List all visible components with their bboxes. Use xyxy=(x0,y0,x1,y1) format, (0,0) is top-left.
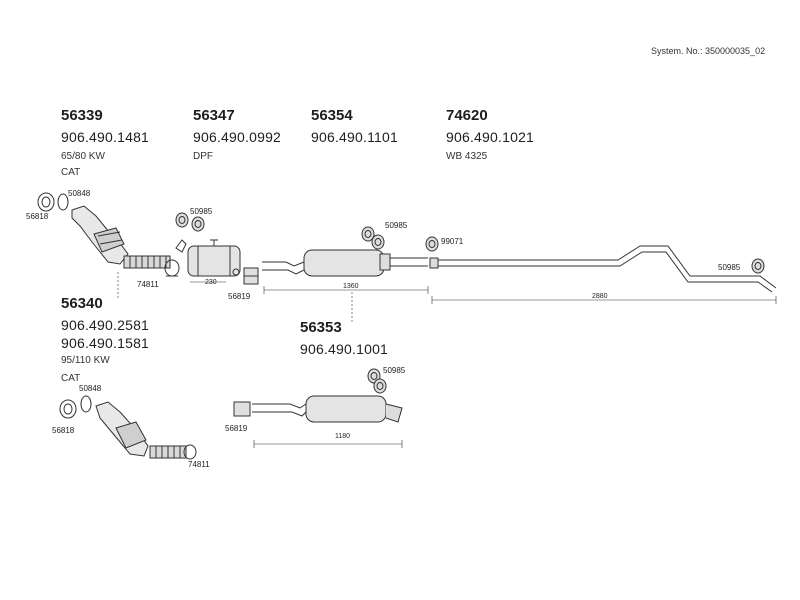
particulate-filter-icon xyxy=(175,239,241,277)
part-label: 50985 xyxy=(190,207,213,216)
gasket-ring-icon xyxy=(751,258,765,274)
group-code: 906.490.1001 xyxy=(300,341,389,357)
gasket-icon xyxy=(57,193,69,211)
group-note: WB 4325 xyxy=(446,151,488,162)
group-code: 906.490.2581 xyxy=(61,317,150,333)
gasket-ring-icon xyxy=(175,212,205,232)
group-note: 65/80 KW xyxy=(61,151,105,162)
flex-pipe-icon xyxy=(123,255,171,269)
rear-silencer-icon xyxy=(252,395,403,423)
part-label: 50848 xyxy=(79,384,102,393)
group-id: 56354 xyxy=(311,107,353,124)
band-clamp-icon xyxy=(425,236,439,252)
part-label: 74811 xyxy=(137,280,159,289)
dimension-label: 1360 xyxy=(343,283,359,290)
dimension-label: 2880 xyxy=(592,293,608,300)
flex-pipe-icon xyxy=(149,445,187,459)
clamp-icon xyxy=(164,259,180,277)
group-id: 56347 xyxy=(193,107,235,124)
part-label: 56818 xyxy=(52,426,75,435)
catalytic-converter-icon xyxy=(71,205,129,265)
system-number: System. No.: 350000035_02 xyxy=(651,46,766,56)
part-label: 56819 xyxy=(225,424,248,433)
dimension-label: 1180 xyxy=(335,433,351,440)
tail-pipe-icon xyxy=(429,245,777,293)
part-label: 56818 xyxy=(26,212,49,221)
middle-silencer-icon xyxy=(262,249,428,277)
group-id: 56340 xyxy=(61,295,103,312)
gasket-ring-icon xyxy=(367,368,387,394)
group-code: 906.490.0992 xyxy=(193,129,282,145)
part-label: 50848 xyxy=(68,189,91,198)
dimension-label: 230 xyxy=(205,279,217,286)
gasket-icon xyxy=(80,395,92,413)
group-code: 906.490.1481 xyxy=(61,129,150,145)
part-label: 50985 xyxy=(383,366,406,375)
part-label: 99071 xyxy=(441,237,464,246)
group-id: 74620 xyxy=(446,107,488,124)
gasket-ring-icon xyxy=(361,226,385,250)
part-label: 50985 xyxy=(385,221,408,230)
group-code: 906.490.1021 xyxy=(446,129,535,145)
group-note: 95/110 KW xyxy=(61,355,110,366)
catalytic-converter-icon xyxy=(95,401,149,457)
part-label: 50985 xyxy=(718,263,741,272)
clamp-icon xyxy=(243,267,259,285)
part-label: 74811 xyxy=(188,460,210,469)
group-code: 906.490.1581 xyxy=(61,335,150,351)
group-id: 56353 xyxy=(300,319,342,336)
group-note: CAT xyxy=(61,373,81,384)
clamp-ring-icon xyxy=(37,192,55,212)
group-id: 56339 xyxy=(61,107,103,124)
group-note: DPF xyxy=(193,151,213,162)
group-note: CAT xyxy=(61,167,81,178)
group-code: 906.490.1101 xyxy=(311,129,399,145)
clamp-ring-icon xyxy=(59,399,77,419)
clamp-icon xyxy=(183,444,197,460)
part-label: 56819 xyxy=(228,292,251,301)
clamp-icon xyxy=(233,401,251,417)
